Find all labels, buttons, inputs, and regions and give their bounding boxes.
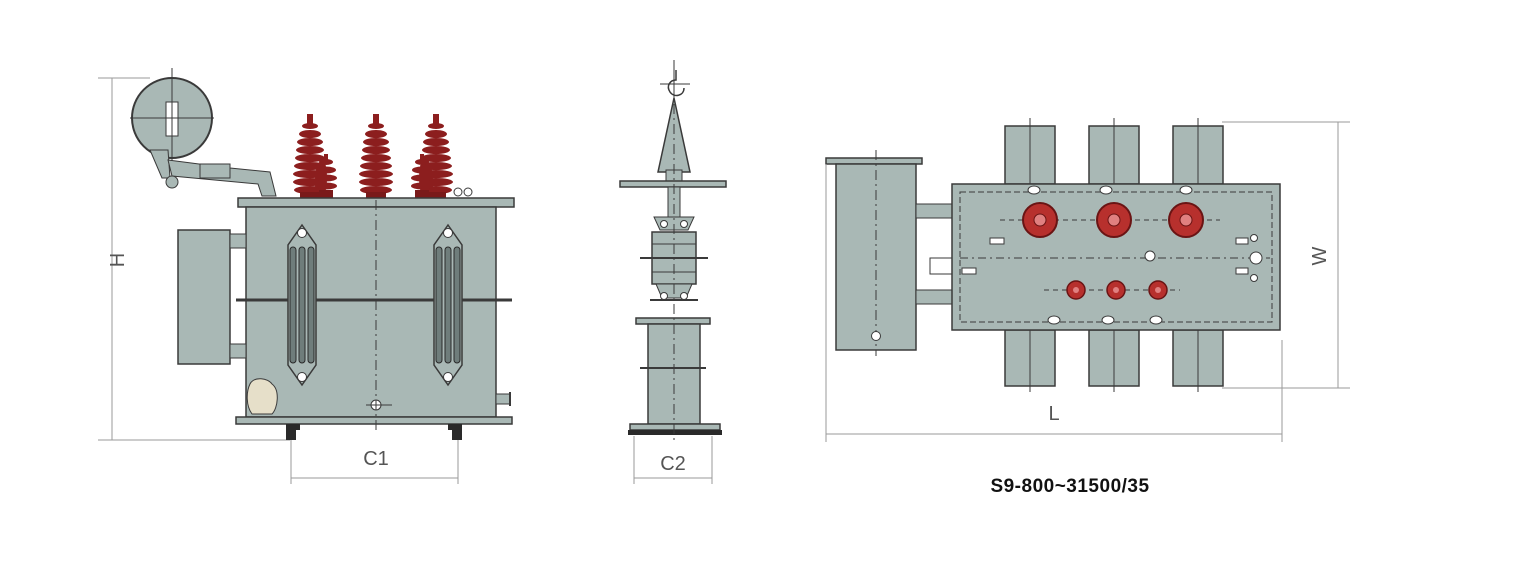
top-view: W L S9-800~31500/35: [825, 118, 1350, 497]
dim-label-c2: C2: [660, 453, 686, 475]
lv-bushings-top: [1066, 280, 1168, 300]
front-view: H: [98, 68, 515, 484]
dim-label-w: W: [1309, 246, 1331, 265]
model-caption: S9-800~31500/35: [990, 476, 1149, 497]
dim-label-c1: C1: [363, 448, 389, 470]
hv-bushings-top: [1022, 202, 1204, 238]
side-view: C2: [619, 60, 727, 484]
dim-label-l: L: [1048, 403, 1059, 425]
dim-label-h: H: [107, 253, 129, 267]
